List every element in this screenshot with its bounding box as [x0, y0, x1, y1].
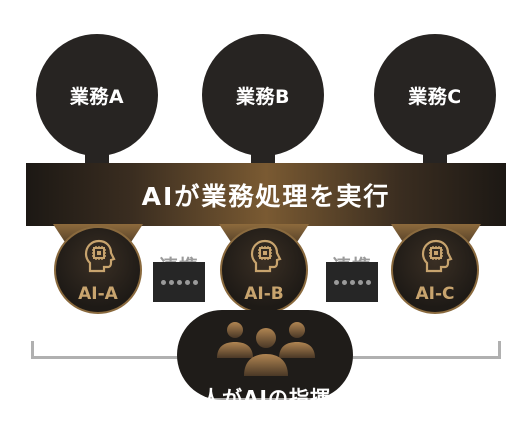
bottom-fade [0, 398, 531, 425]
dot-icon [349, 279, 355, 285]
ai-node-b: AI-B [220, 226, 308, 314]
business-label: 業務C [408, 85, 462, 108]
ai-label: AI-A [78, 284, 118, 304]
dot-icon [192, 279, 198, 285]
business-node-a: 業務A [36, 34, 158, 156]
supervisor-label: 人がAIの指揮 [201, 386, 331, 400]
ai-head-icon [250, 239, 282, 273]
dot-icon [341, 279, 347, 285]
ai-node-a: AI-A [54, 226, 142, 314]
people-group-icon [217, 322, 315, 376]
dot-icon [176, 279, 182, 285]
dot-icon [333, 279, 339, 285]
business-label: 業務B [236, 85, 290, 108]
dot-icon [184, 279, 190, 285]
process-band: AIが業務処理を実行 [26, 163, 506, 226]
ai-head-icon [421, 239, 453, 273]
dot-icon [160, 279, 166, 285]
ai-node-c: AI-C [391, 226, 479, 314]
business-node-c: 業務C [374, 34, 496, 156]
process-band-label: AIが業務処理を実行 [141, 181, 391, 211]
link-connector [326, 262, 378, 302]
business-node-b: 業務B [202, 34, 324, 156]
business-label: 業務A [69, 85, 125, 108]
ai-label: AI-B [244, 284, 284, 304]
ai-head-icon [84, 239, 116, 273]
dot-icon [168, 279, 174, 285]
dot-icon [357, 279, 363, 285]
dot-icon [365, 279, 371, 285]
link-connector [153, 262, 205, 302]
ai-label: AI-C [415, 284, 455, 304]
